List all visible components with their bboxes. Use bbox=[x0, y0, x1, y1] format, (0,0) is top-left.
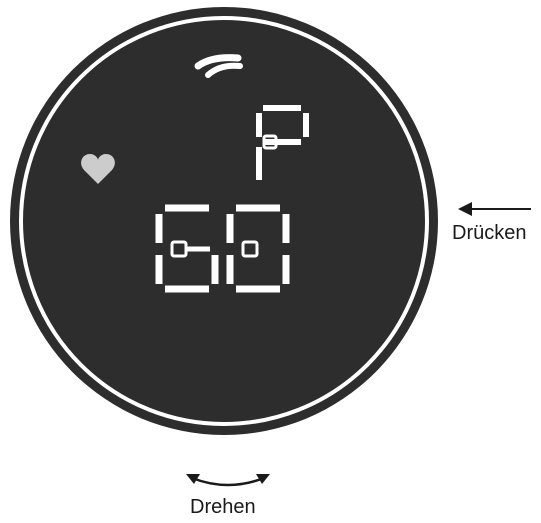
digit-2 bbox=[226, 204, 290, 293]
boost-icon bbox=[194, 54, 243, 78]
dial-bezel[interactable] bbox=[10, 7, 438, 435]
press-arrow-icon bbox=[458, 202, 531, 216]
turn-label: Drehen bbox=[190, 496, 256, 518]
digit-1 bbox=[155, 204, 219, 293]
heart-icon bbox=[81, 154, 115, 184]
press-label: Drücken bbox=[452, 222, 527, 244]
turn-arrow-icon bbox=[186, 474, 270, 487]
dial-ring bbox=[19, 16, 429, 426]
program-symbol-p bbox=[256, 105, 309, 180]
